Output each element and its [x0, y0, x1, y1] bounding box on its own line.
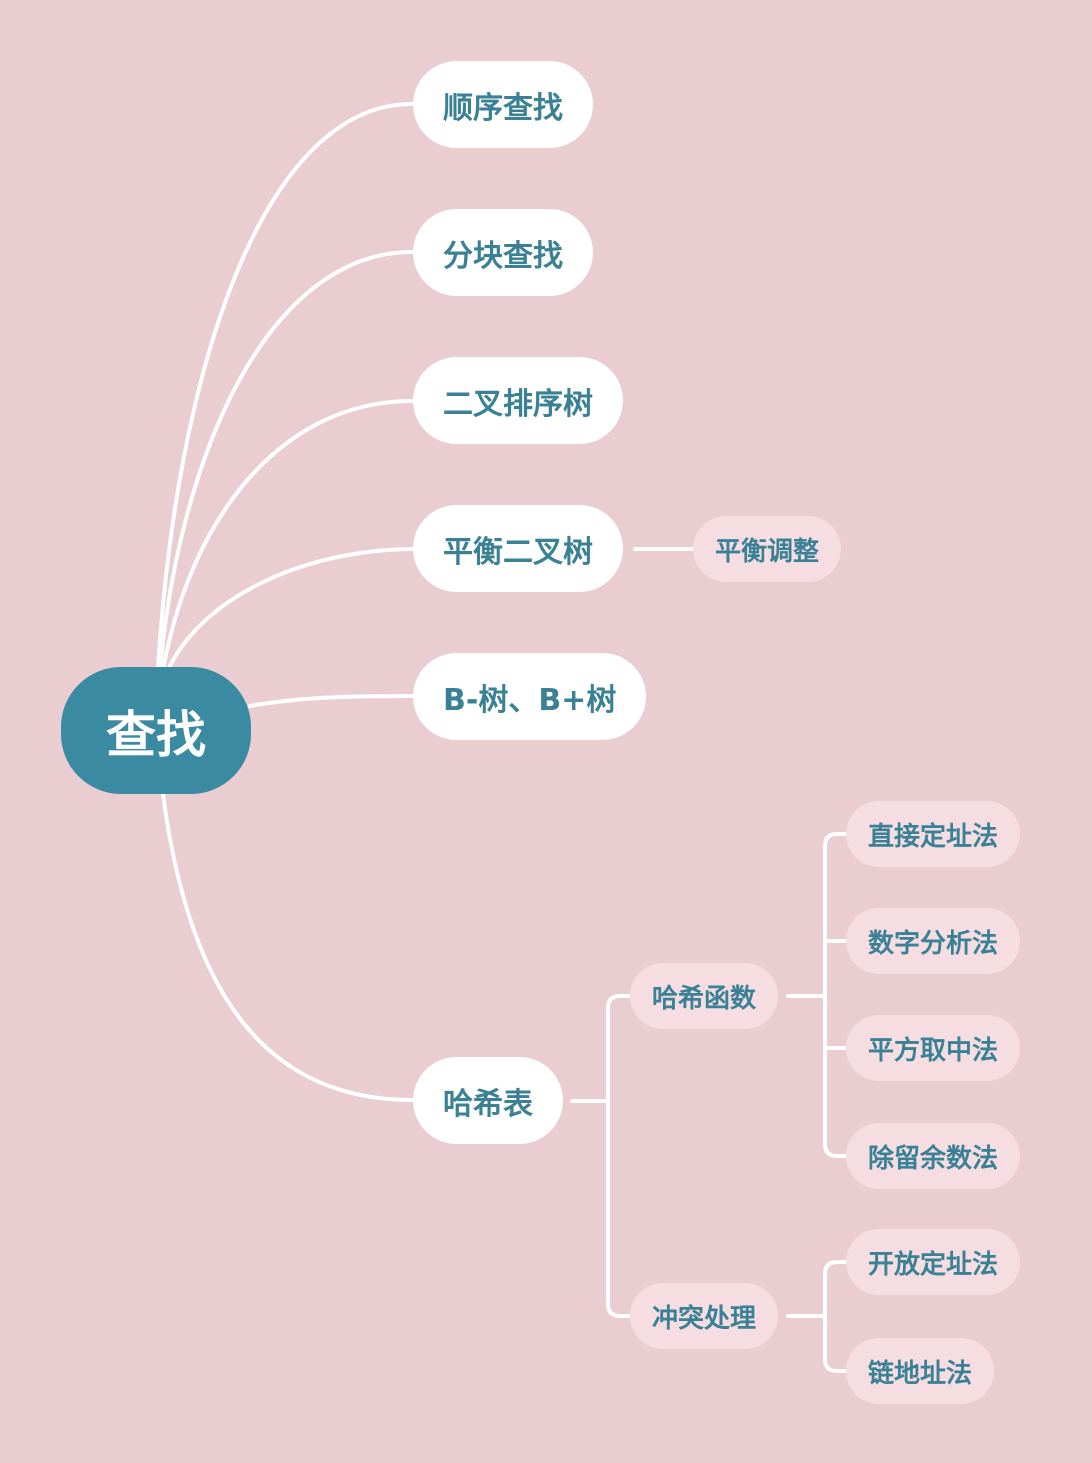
node-sequential-search[interactable]: 顺序查找 — [413, 61, 593, 148]
root-label: 查找 — [106, 705, 206, 764]
node-direct-addressing[interactable]: 直接定址法 — [846, 801, 1021, 867]
node-mid-square[interactable]: 平方取中法 — [846, 1015, 1021, 1081]
node-label: 哈希表 — [443, 1086, 533, 1122]
node-digit-analysis[interactable]: 数字分析法 — [846, 908, 1021, 974]
link-root-hash — [161, 792, 414, 1102]
node-label: B-树、B+树 — [443, 682, 617, 718]
node-hash-function[interactable]: 哈希函数 — [630, 963, 779, 1029]
node-division-remainder[interactable]: 除留余数法 — [846, 1123, 1021, 1189]
node-label: 哈希函数 — [652, 983, 757, 1014]
node-label: 平衡二叉树 — [443, 534, 593, 570]
node-label: 冲突处理 — [652, 1303, 757, 1334]
node-b-tree[interactable]: B-树、B+树 — [413, 653, 647, 740]
node-label: 顺序查找 — [443, 90, 563, 126]
node-hash-table[interactable]: 哈希表 — [413, 1057, 563, 1144]
node-chaining[interactable]: 链地址法 — [846, 1338, 995, 1404]
link-collision-trunk — [786, 1260, 848, 1373]
node-balanced-binary-tree[interactable]: 平衡二叉树 — [413, 505, 623, 592]
node-label: 分块查找 — [443, 238, 563, 274]
node-label: 除留余数法 — [868, 1143, 999, 1174]
node-label: 二叉排序树 — [443, 386, 593, 422]
node-label: 平衡调整 — [715, 536, 820, 567]
link-hash-trunk — [570, 994, 632, 1318]
link-function-trunk — [786, 832, 848, 1158]
node-open-addressing[interactable]: 开放定址法 — [846, 1229, 1021, 1295]
root-node-search[interactable]: 查找 — [61, 667, 251, 794]
node-collision-handling[interactable]: 冲突处理 — [630, 1283, 779, 1349]
link-root-bst — [161, 399, 414, 672]
node-balance-adjust[interactable]: 平衡调整 — [693, 516, 842, 582]
node-binary-search-tree[interactable]: 二叉排序树 — [413, 357, 623, 444]
node-block-search[interactable]: 分块查找 — [413, 209, 593, 296]
link-root-btree — [248, 694, 414, 708]
node-label: 平方取中法 — [868, 1035, 999, 1066]
link-root-block — [158, 250, 414, 672]
node-label: 数字分析法 — [868, 928, 999, 959]
node-label: 开放定址法 — [868, 1249, 999, 1280]
node-label: 链地址法 — [868, 1358, 973, 1389]
link-root-avl — [166, 547, 414, 672]
node-label: 直接定址法 — [868, 821, 999, 852]
link-root-sequential — [156, 102, 414, 672]
